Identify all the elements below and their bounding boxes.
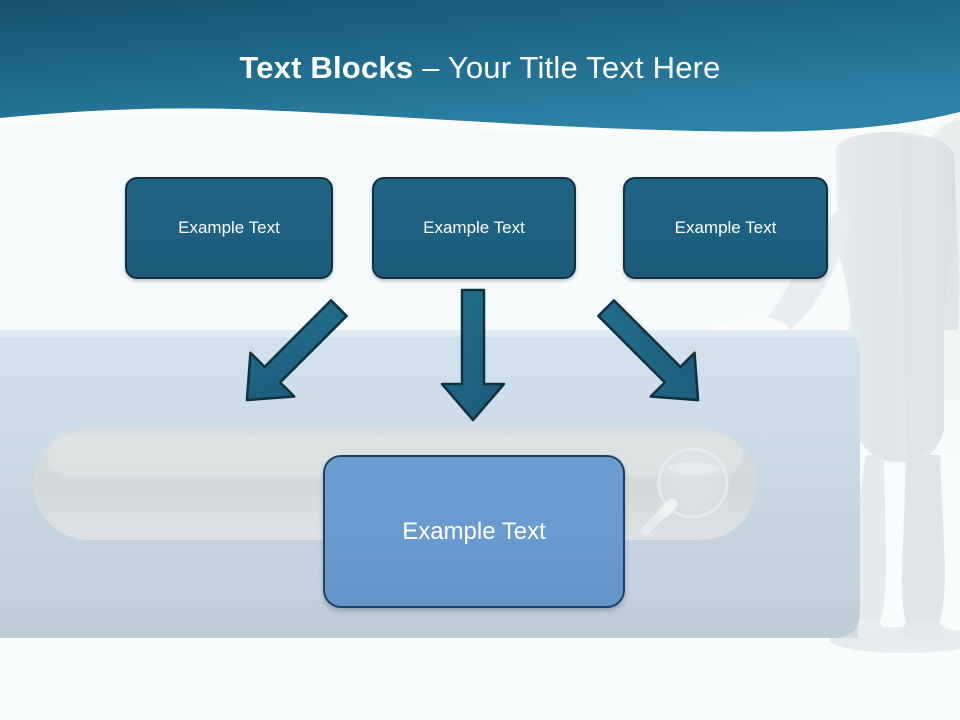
text-block-2-label: Example Text	[423, 218, 525, 237]
text-block-3[interactable]: Example Text	[623, 177, 828, 279]
text-block-2[interactable]: Example Text	[372, 177, 576, 279]
slide-title-strong: Text Blocks	[239, 50, 414, 85]
slide-title: Text Blocks – Your Title Text Here	[0, 48, 960, 88]
text-block-1[interactable]: Example Text	[125, 177, 333, 279]
text-block-1-label: Example Text	[178, 218, 280, 237]
arrow-middle-straight	[440, 288, 506, 422]
arrow-left-diagonal	[245, 299, 348, 402]
text-block-3-label: Example Text	[674, 218, 777, 237]
text-block-result[interactable]: Example Text	[323, 455, 625, 608]
text-block-result-label: Example Text	[402, 517, 546, 545]
arrow-right-diagonal	[597, 299, 700, 402]
slide-title-separator: –	[413, 50, 448, 85]
slide-title-light: Your Title Text Here	[447, 50, 721, 85]
